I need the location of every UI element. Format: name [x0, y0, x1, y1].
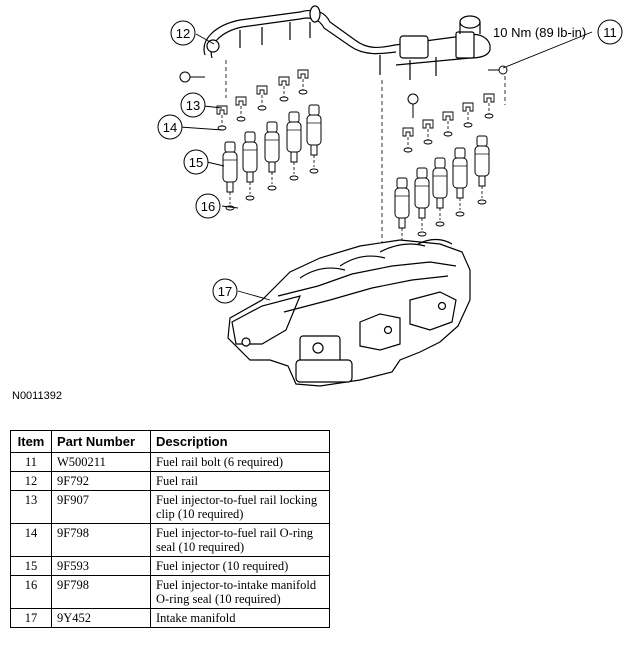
table-row: 17 9Y452 Intake manifold: [10, 608, 330, 628]
cell-description: Fuel injector (10 required): [150, 556, 330, 576]
cell-item: 12: [10, 471, 52, 491]
cell-part-number: 9F798: [51, 575, 151, 609]
table-row: 11 W500211 Fuel rail bolt (6 required): [10, 452, 330, 472]
cell-part-number: 9F907: [51, 490, 151, 524]
fuel-rail: [203, 5, 491, 80]
header-item: Item: [10, 430, 52, 453]
callout-11: 11: [597, 19, 623, 45]
callout-16: 16: [195, 193, 221, 219]
callout-17: 17: [212, 278, 238, 304]
table-row: 16 9F798 Fuel injector-to-intake manifol…: [10, 575, 330, 609]
cell-description: Intake manifold: [150, 608, 330, 628]
torque-spec-label: 10 Nm (89 lb-in): [493, 25, 586, 40]
cell-description: Fuel injector-to-fuel rail locking clip …: [150, 490, 330, 524]
figure-reference-code: N0011392: [12, 390, 62, 402]
callout-14: 14: [157, 114, 183, 140]
cell-item: 17: [10, 608, 52, 628]
table-row: 15 9F593 Fuel injector (10 required): [10, 556, 330, 576]
cell-item: 11: [10, 452, 52, 472]
callout-12: 12: [170, 20, 196, 46]
exploded-view-diagram: 12 11 10 Nm (89 lb-in) 13 14 15 16 17: [157, 5, 623, 387]
assembly-centerlines: [225, 60, 506, 250]
callout-15: 15: [183, 149, 209, 175]
table-row: 13 9F907 Fuel injector-to-fuel rail lock…: [10, 490, 330, 524]
cell-part-number: 9F593: [51, 556, 151, 576]
parts-table: Item Part Number Description 11 W500211 …: [10, 430, 330, 628]
callout-13: 13: [180, 92, 206, 118]
header-description: Description: [150, 430, 330, 453]
cell-part-number: 9Y452: [51, 608, 151, 628]
callout-leaders: [179, 31, 593, 301]
svg-text:16: 16: [201, 199, 215, 214]
svg-text:11: 11: [603, 25, 617, 40]
svg-text:12: 12: [176, 26, 190, 41]
right-bank-injectors: [394, 93, 495, 247]
cell-description: Fuel injector-to-fuel rail O-ring seal (…: [150, 523, 330, 557]
left-bank-injectors: [216, 69, 322, 211]
fuel-rail-bolts: [179, 65, 508, 118]
svg-text:17: 17: [218, 284, 232, 299]
intake-manifold: [227, 238, 471, 387]
header-part-number: Part Number: [51, 430, 151, 453]
cell-description: Fuel injector-to-intake manifold O-ring …: [150, 575, 330, 609]
cell-part-number: 9F798: [51, 523, 151, 557]
table-row: 12 9F792 Fuel rail: [10, 471, 330, 491]
table-header-row: Item Part Number Description: [10, 430, 330, 453]
cell-item: 13: [10, 490, 52, 524]
cell-item: 15: [10, 556, 52, 576]
cell-description: Fuel rail bolt (6 required): [150, 452, 330, 472]
cell-part-number: W500211: [51, 452, 151, 472]
cell-item: 16: [10, 575, 52, 609]
table-row: 14 9F798 Fuel injector-to-fuel rail O-ri…: [10, 523, 330, 557]
svg-text:14: 14: [163, 120, 177, 135]
cell-description: Fuel rail: [150, 471, 330, 491]
svg-text:13: 13: [186, 98, 200, 113]
cell-item: 14: [10, 523, 52, 557]
svg-text:15: 15: [189, 155, 203, 170]
cell-part-number: 9F792: [51, 471, 151, 491]
